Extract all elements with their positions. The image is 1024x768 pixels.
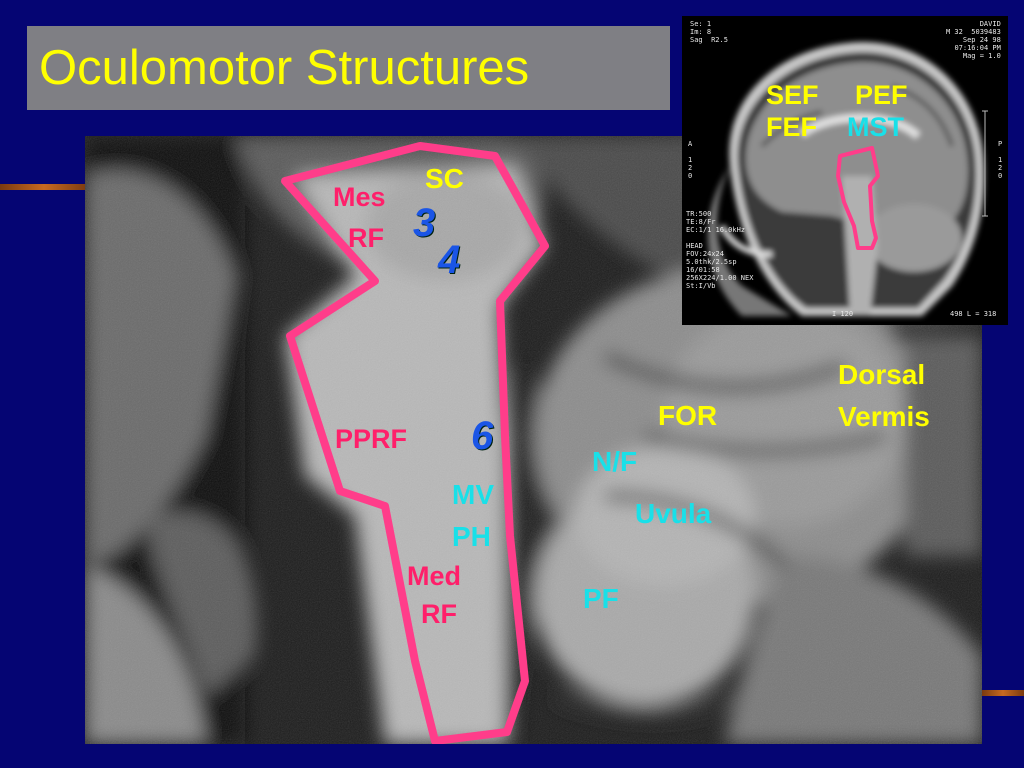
label-nf: N/F (592, 446, 638, 477)
inset-brainstem-outline (836, 146, 880, 250)
label-cranial-nerve-4: 4 (438, 238, 461, 282)
right-edge-line (982, 690, 1024, 696)
sagittal-mri-inset (682, 16, 1008, 325)
slide-title: Oculomotor Structures (39, 41, 530, 95)
inset-series-info: Se: 1 Im: 8 Sag R2.5 (690, 20, 728, 44)
label-pprf: PPRF (335, 424, 408, 454)
label-pf: PF (583, 583, 619, 614)
label-mst: MST (847, 112, 904, 142)
label-rf-lower: RF (421, 599, 457, 629)
inset-window-info: 498 L = 318 (950, 310, 997, 318)
label-mv: MV (452, 479, 494, 510)
brainstem-outline (281, 142, 549, 744)
label-mes: Mes (333, 182, 386, 212)
label-pef: PEF (855, 80, 908, 110)
label-ph: PH (452, 521, 491, 552)
inset-patient-info: DAVID M 32 5039483 Sep 24 98 07:16:04 PM… (946, 20, 1001, 60)
inset-ruler-left: A 1 2 0 (688, 140, 693, 180)
label-for: FOR (658, 400, 718, 431)
label-cranial-nerve-3: 3 (413, 201, 436, 245)
title-box: Oculomotor Structures (27, 26, 670, 110)
inset-ruler-right: P 1 2 0 (998, 140, 1003, 180)
label-med: Med (407, 561, 461, 591)
inset-scan-params: TR:500 TE:8/Fr EC:1/1 16.0kHz HEAD FOV:2… (686, 210, 754, 290)
label-cranial-nerve-6: 6 (471, 414, 494, 458)
label-uvula: Uvula (635, 498, 712, 529)
label-fef: FEF (766, 112, 817, 142)
label-rf-upper: RF (348, 223, 384, 253)
inset-slice-number: I 120 (832, 310, 854, 318)
label-sc: SC (425, 163, 464, 194)
label-sef: SEF (766, 80, 819, 110)
label-vermis: Vermis (838, 401, 930, 432)
label-dorsal: Dorsal (838, 359, 926, 390)
left-edge-line (0, 184, 88, 190)
